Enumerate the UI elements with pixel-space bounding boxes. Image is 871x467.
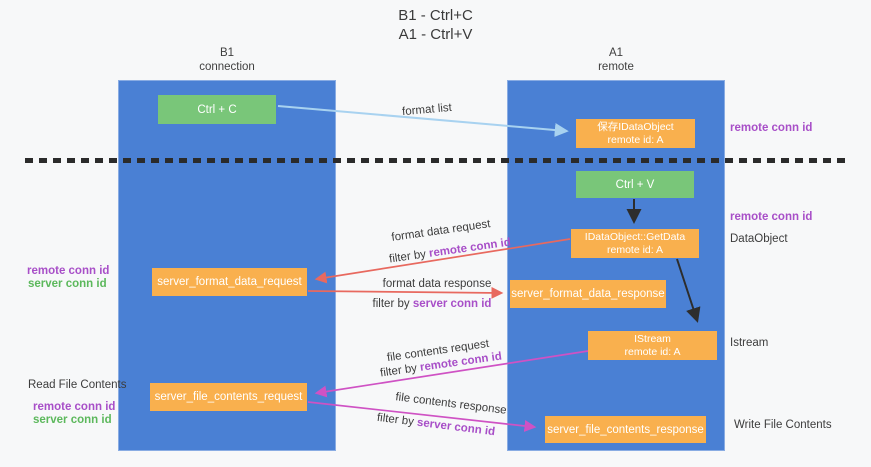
filter-by-text: filter by (388, 248, 427, 266)
read-file-contents-label: Read File Contents (28, 379, 127, 391)
left-remote-conn-id-label-1: remote conn id (27, 265, 110, 277)
save-dataobject-line1: 保存IDataObject (597, 120, 674, 133)
file-contents-response-label: file contents response (394, 391, 508, 417)
server-format-data-response-label: server_format_data_response (511, 288, 665, 300)
getdata-line1: IDataObject::GetData (584, 230, 686, 243)
ctrl-c-box: Ctrl + C (158, 95, 276, 124)
format-data-response-label: format data response (382, 278, 492, 290)
diagram-title: B1 - Ctrl+C A1 - Ctrl+V (0, 6, 871, 44)
istream-line2: remote id: A (624, 345, 681, 358)
format-data-response-arrow (307, 286, 504, 299)
server-format-data-response-box: server_format_data_response (510, 280, 666, 308)
filter-by-server-conn-id-label-2: filter by server conn id (376, 412, 495, 438)
right-remote-conn-id-label-1: remote conn id (730, 122, 813, 134)
istream-line1: IStream (634, 332, 671, 345)
server-conn-id-text: server conn id (412, 298, 492, 310)
left-column-role: connection (199, 61, 255, 73)
machine-boundary-dashed-line (25, 158, 845, 163)
server-file-contents-response-box: server_file_contents_response (545, 416, 706, 443)
right-column-name: A1 (608, 47, 624, 59)
remote-conn-id-text: remote conn id (428, 236, 512, 260)
left-column-header: B1 connection (118, 46, 336, 74)
right-column-header: A1 remote (507, 46, 725, 74)
server-file-contents-response-label: server_file_contents_response (547, 423, 704, 436)
title-line-2: A1 - Ctrl+V (398, 26, 473, 43)
server-file-contents-request-label: server_file_contents_request (154, 391, 303, 403)
right-remote-conn-id-label-2: remote conn id (730, 211, 813, 223)
format-data-request-label: format data request (390, 218, 492, 244)
filter-by-text: filter by (376, 411, 415, 429)
right-column-role: remote (598, 61, 634, 73)
left-column-name: B1 (219, 47, 235, 59)
server-format-data-request-label: server_format_data_request (157, 276, 302, 288)
filter-by-server-conn-id-label-1: filter by server conn id (373, 298, 492, 310)
write-file-contents-label: Write File Contents (734, 419, 832, 431)
istream-box: IStream remote id: A (588, 331, 717, 360)
server-file-contents-request-box: server_file_contents_request (150, 383, 307, 411)
dataobject-label: DataObject (730, 233, 788, 245)
left-server-conn-id-label-2: server conn id (33, 414, 112, 426)
ctrl-c-label: Ctrl + C (197, 103, 237, 116)
save-dataobject-box: 保存IDataObject remote id: A (576, 119, 695, 148)
left-server-conn-id-label-1: server conn id (28, 278, 107, 290)
idataobject-getdata-box: IDataObject::GetData remote id: A (571, 229, 699, 258)
title-line-1: B1 - Ctrl+C (398, 7, 473, 24)
server-conn-id-text: server conn id (416, 416, 496, 439)
filter-by-text: filter by (372, 298, 410, 310)
istream-side-label: Istream (730, 337, 769, 349)
server-format-data-request-box: server_format_data_request (152, 268, 307, 296)
format-list-label: format list (401, 101, 453, 119)
ctrl-v-label: Ctrl + V (615, 178, 655, 191)
save-dataobject-line2: remote id: A (607, 133, 664, 146)
ctrl-v-box: Ctrl + V (576, 171, 694, 198)
filter-by-text: filter by (379, 362, 418, 380)
left-remote-conn-id-label-2: remote conn id (33, 401, 116, 413)
getdata-line2: remote id: A (606, 243, 664, 256)
